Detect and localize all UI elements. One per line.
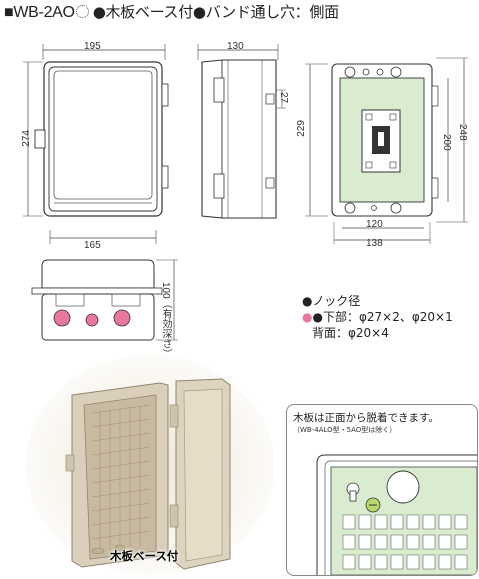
callout-text: 木板は正面から脱着できます。 xyxy=(293,412,439,424)
back-outer-height-label: 248 xyxy=(457,124,468,141)
side-view-drawing xyxy=(197,44,286,219)
knockout-bottom-text: ●下部：φ27×2、φ20×1 xyxy=(312,310,453,324)
back-inner-width-label: 120 xyxy=(366,219,383,230)
back-left-label: 229 xyxy=(296,120,307,137)
front-height-label: 274 xyxy=(21,130,32,147)
pink-dot-icon: ● xyxy=(302,310,313,324)
back-view-drawing xyxy=(305,57,468,244)
title-features: ●木板ベース付●バンド通し穴：側面 xyxy=(92,3,339,21)
side-tab-label: 27 xyxy=(278,92,289,104)
callout-note: （WB-4ALO型・5AO型は除く） xyxy=(293,426,397,434)
bottom-view-drawing xyxy=(31,259,178,341)
product-photo xyxy=(25,355,275,575)
knockout-back: 背面：φ20×4 xyxy=(312,326,389,340)
back-inner-height-label: 200 xyxy=(441,134,452,151)
bottom-depth-value: 100 xyxy=(160,282,171,299)
bottom-depth-note: （有効深さ） xyxy=(160,298,171,359)
model-name: ■WB-2AO xyxy=(4,4,75,21)
callout-box: 木板は正面から脱着できます。 （WB-4ALO型・5AO型は除く） xyxy=(286,404,478,576)
front-bottom-label: 165 xyxy=(84,240,101,251)
front-view-drawing xyxy=(23,44,169,244)
back-outer-width-label: 138 xyxy=(366,238,383,249)
photo-caption: 木板ベース付 xyxy=(110,549,179,563)
callout-drawing xyxy=(316,454,477,575)
page-title: ■WB-2AO ●木板ベース付●バンド通し穴：側面 xyxy=(4,3,339,22)
front-width-label: 195 xyxy=(84,41,101,52)
dotted-circle-icon xyxy=(75,5,89,18)
knockout-legend: ●ノック径 ●●下部：φ27×2、φ20×1 背面：φ20×4 xyxy=(302,293,453,341)
bottom-depth-label: 100（有効深さ） xyxy=(158,282,173,359)
knockout-heading: ●ノック径 xyxy=(302,294,361,308)
side-width-label: 130 xyxy=(227,41,244,52)
knockout-bottom: ●●下部：φ27×2、φ20×1 xyxy=(302,309,453,325)
